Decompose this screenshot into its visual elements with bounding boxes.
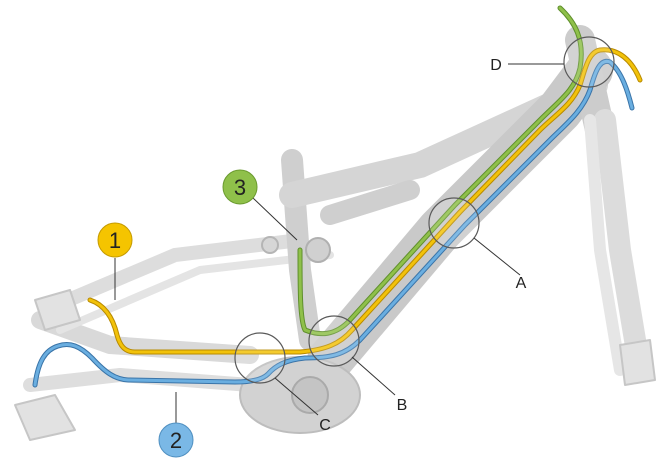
letter-callouts: A B C D <box>319 57 526 434</box>
callout-1: 1 <box>97 222 133 258</box>
leader-3 <box>252 197 298 241</box>
callout-b-label: B <box>397 397 408 414</box>
leader-a <box>473 237 521 276</box>
callout-3-badge <box>222 169 258 205</box>
callout-1-label: 1 <box>109 228 121 253</box>
leader-c <box>274 377 319 416</box>
main-pivot <box>305 237 331 263</box>
detail-circles <box>234 36 615 384</box>
callout-a-label: A <box>516 275 527 292</box>
seatstay <box>38 233 307 317</box>
cable-routes <box>32 5 643 388</box>
callout-3: 3 <box>222 169 258 205</box>
callout-c-label: C <box>319 417 331 434</box>
callout-2-badge <box>158 422 194 458</box>
rear-brake-caliper <box>34 289 81 331</box>
front-brake-caliper <box>619 339 656 386</box>
fork-leg-2 <box>584 114 626 376</box>
blue-cable-route-highlight <box>33 59 634 387</box>
callout-2: 2 <box>158 422 194 458</box>
rear-derailleur <box>14 394 76 441</box>
detail-circle-b <box>308 315 360 367</box>
fork-leg <box>594 109 651 381</box>
seatstay-pivot <box>261 236 279 254</box>
callout-1-badge <box>97 222 133 258</box>
yellow-cable-route-highlight <box>88 48 642 354</box>
callout-d-label: D <box>490 57 502 74</box>
motor-spindle <box>291 376 329 414</box>
detail-circle-d <box>563 36 615 88</box>
detail-circle-c <box>234 332 286 384</box>
leader-b <box>351 356 396 396</box>
rear-shock <box>320 180 420 225</box>
callout-3-label: 3 <box>234 175 246 200</box>
green-cable-route-highlight <box>298 6 583 336</box>
callout-2-label: 2 <box>170 428 182 453</box>
leader-lines <box>114 63 564 424</box>
detail-circle-a <box>428 197 480 249</box>
